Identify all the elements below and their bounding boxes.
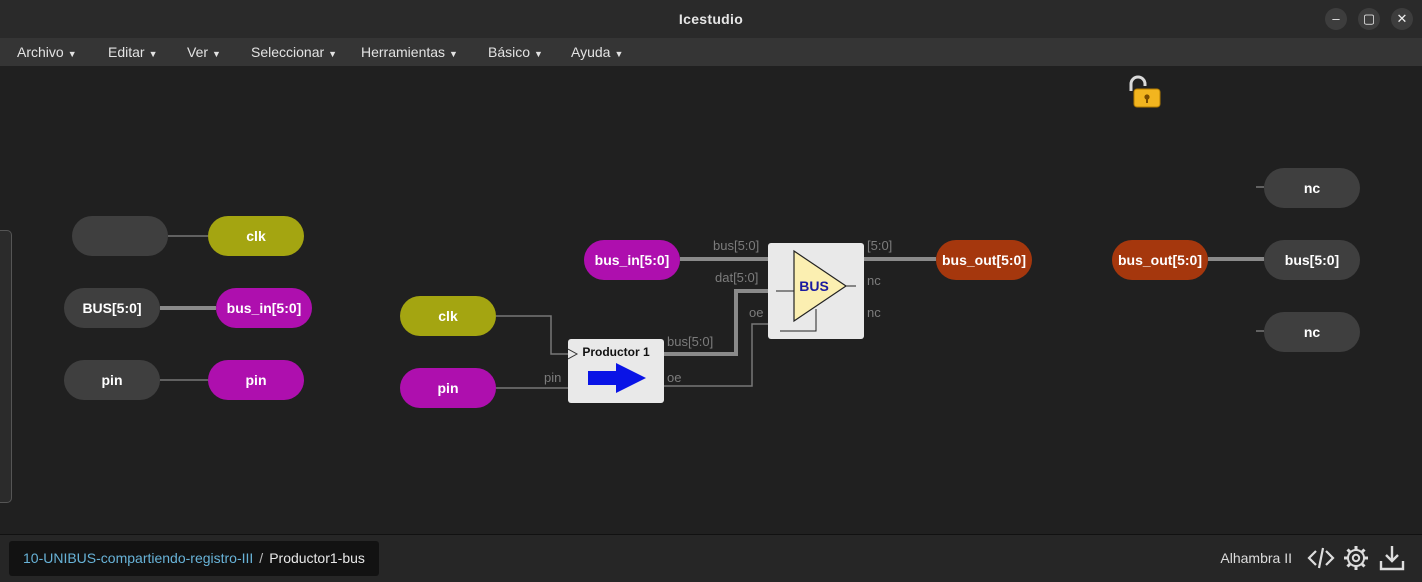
menu-ayuda[interactable]: Ayuda▼ <box>571 44 624 60</box>
breadcrumb-current: Productor1-bus <box>269 550 365 566</box>
input-bus[interactable]: BUS[5:0] <box>64 288 160 328</box>
menu-ver[interactable]: Ver▼ <box>187 44 221 60</box>
port-label: bus[5:0] <box>713 238 759 253</box>
chevron-down-icon: ▼ <box>148 49 158 59</box>
port-label: nc <box>867 305 881 320</box>
label-pin[interactable]: pin <box>208 360 304 400</box>
label-clk-middle[interactable]: clk <box>400 296 496 336</box>
chevron-down-icon: ▼ <box>534 49 543 59</box>
wire <box>664 323 768 387</box>
chevron-down-icon: ▼ <box>67 49 77 59</box>
label-bus-out-right[interactable]: bus_out[5:0] <box>1112 240 1208 280</box>
bus-wire <box>664 289 768 356</box>
unlock-icon[interactable] <box>1126 74 1162 108</box>
label-pin-middle[interactable]: pin <box>400 368 496 408</box>
productor-block[interactable]: Productor 1 <box>568 339 664 403</box>
menu-basico[interactable]: Básico▼ <box>488 44 543 60</box>
output-bus[interactable]: bus[5:0] <box>1264 240 1360 280</box>
port-label: [5:0] <box>867 238 892 253</box>
block-title: Productor 1 <box>582 345 650 359</box>
label-bus-in[interactable]: bus_in[5:0] <box>216 288 312 328</box>
close-icon[interactable]: ✕ <box>1391 8 1413 30</box>
menu-seleccionar[interactable]: Seleccionar▼ <box>251 44 338 60</box>
label-bus-in-middle[interactable]: bus_in[5:0] <box>584 240 680 280</box>
bus-block-label: BUS <box>799 278 829 294</box>
output-nc-bottom[interactable]: nc <box>1264 312 1360 352</box>
wires-layer: bus[5:0] dat[5:0] oe [5:0] nc nc pin bus… <box>160 186 1264 389</box>
design-canvas[interactable]: bus[5:0] dat[5:0] oe [5:0] nc nc pin bus… <box>0 66 1422 534</box>
port-label: pin <box>544 370 561 385</box>
port-label: oe <box>749 305 763 320</box>
port-label: oe <box>667 370 681 385</box>
window-title: Icestudio <box>678 11 744 27</box>
chevron-down-icon: ▼ <box>449 49 458 59</box>
download-icon[interactable] <box>1378 544 1406 572</box>
input-pin[interactable]: pin <box>64 360 160 400</box>
board-name[interactable]: Alhambra II <box>1220 550 1292 566</box>
bus-block[interactable]: BUS <box>768 243 864 339</box>
chevron-down-icon: ▼ <box>328 49 338 59</box>
chevron-down-icon: ▼ <box>212 49 221 59</box>
maximize-icon[interactable]: ▢ <box>1358 8 1380 30</box>
label-clk[interactable]: clk <box>208 216 304 256</box>
breadcrumb: 10-UNIBUS-compartiendo-registro-III / Prod… <box>9 541 379 576</box>
input-pin-empty[interactable] <box>72 216 168 256</box>
output-nc-top[interactable]: nc <box>1264 168 1360 208</box>
menu-bar: Archivo▼ Editar▼ Ver▼ Seleccionar▼ Herra… <box>0 38 1422 67</box>
breadcrumb-separator: / <box>259 550 264 566</box>
port-label: nc <box>867 273 881 288</box>
left-toolbar-strip[interactable] <box>0 230 12 503</box>
gear-icon[interactable] <box>1342 544 1370 572</box>
code-icon[interactable] <box>1307 544 1335 572</box>
menu-editar[interactable]: Editar▼ <box>108 44 158 60</box>
menu-archivo[interactable]: Archivo▼ <box>17 44 77 60</box>
arrow-icon <box>568 348 646 393</box>
label-bus-out-middle[interactable]: bus_out[5:0] <box>936 240 1032 280</box>
breadcrumb-parent[interactable]: 10-UNIBUS-compartiendo-registro-III <box>23 550 254 566</box>
wire <box>496 315 568 355</box>
port-label: dat[5:0] <box>715 270 758 285</box>
menu-herramientas[interactable]: Herramientas▼ <box>361 44 458 60</box>
status-bar: 10-UNIBUS-compartiendo-registro-III / Prod… <box>0 534 1422 582</box>
port-label: bus[5:0] <box>667 334 713 349</box>
tristate-buffer-icon: BUS <box>776 249 856 332</box>
chevron-down-icon: ▼ <box>614 49 624 59</box>
minimize-icon[interactable]: – <box>1325 8 1347 30</box>
title-bar: Icestudio – ▢ ✕ <box>0 0 1422 39</box>
